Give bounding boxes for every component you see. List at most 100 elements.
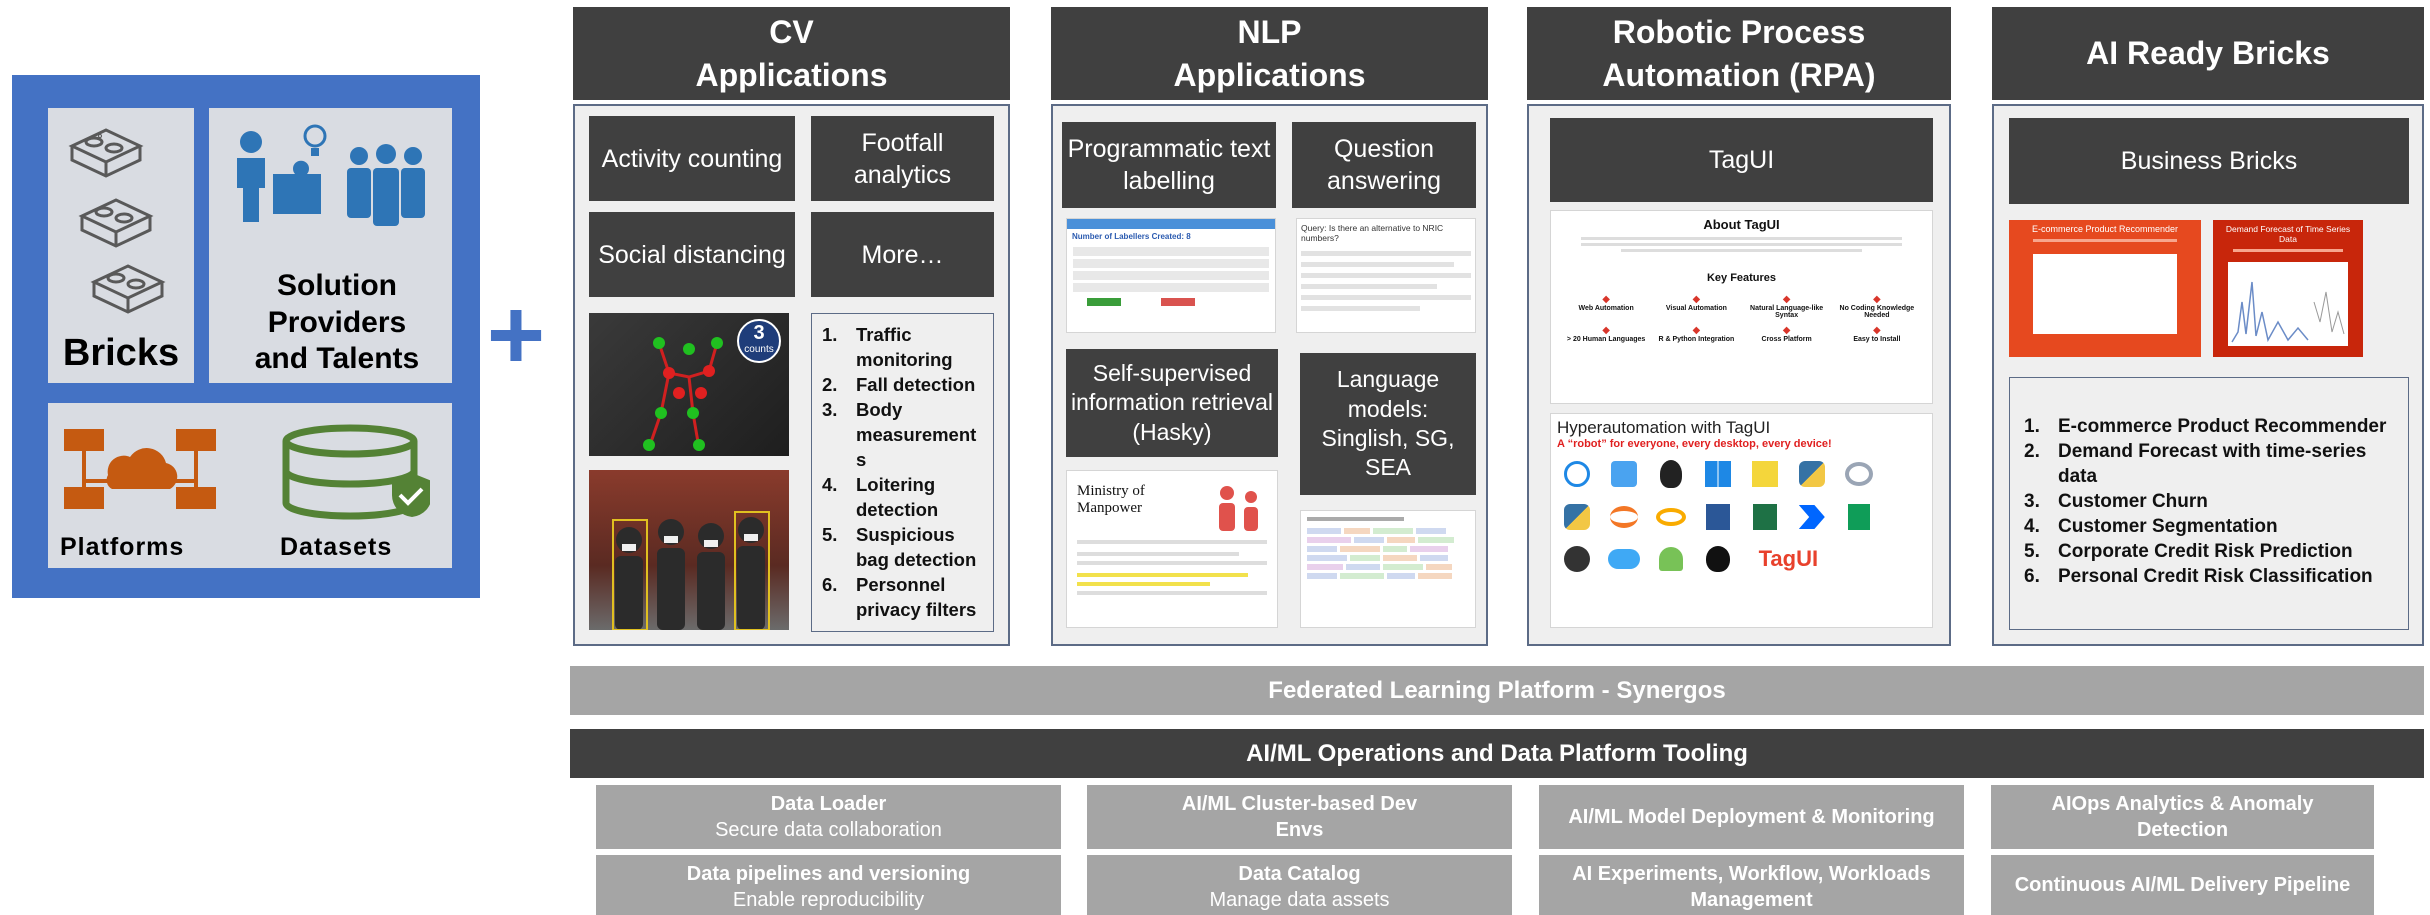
brick-card-forecast-title: Demand Forecast of Time Series Data [2225, 224, 2351, 244]
datasets-label: Datasets [280, 533, 393, 561]
lego-brick-icon [78, 198, 154, 248]
feature-item: ◆Easy to Install [1832, 325, 1922, 343]
list-item: 3.Body measurement s [822, 399, 977, 470]
windows-icon [1705, 461, 1732, 487]
python-icon [1564, 504, 1591, 530]
nlp-tile-qa: Question answering [1292, 122, 1476, 208]
team-icon [347, 144, 425, 226]
list-item: 5.Corporate Credit Risk Prediction [2024, 541, 2353, 562]
nlp-tile-language-models: Language models: Singlish, SG, SEA [1300, 353, 1476, 495]
feature-icon: ◆ [1873, 294, 1881, 305]
tool-aiops-analytics: AIOps Analytics & Anomaly Detection [1991, 785, 2374, 849]
list-item: 6.Personal Credit Risk Classification [2024, 566, 2373, 587]
rpa-header-line2: Automation (RPA) [1602, 56, 1876, 93]
excel-icon [1752, 504, 1777, 530]
tool-continuous-delivery: Continuous AI/ML Delivery Pipeline [1991, 855, 2374, 915]
tool-ai-experiments: AI Experiments, Workflow, Workloads Mana… [1539, 855, 1964, 915]
counts-badge-word: counts [744, 344, 774, 355]
tagui-key-features-title: Key Features [1706, 272, 1777, 284]
javascript-icon [1751, 461, 1778, 487]
feature-item: ◆Web Automation [1561, 294, 1651, 319]
lego-brick-icon [90, 264, 166, 314]
ecosystem-frame: Bricks Solution Providers and Talents Pl… [12, 75, 480, 598]
webcam-icon [1564, 546, 1591, 572]
feature-icon: ◆ [1873, 325, 1881, 336]
feature-item: ◆No Coding Knowledge Needed [1832, 294, 1922, 319]
feature-item: ◆Visual Automation [1651, 294, 1741, 319]
bricks-list: 1.E-commerce Product Recommender 2.Deman… [2024, 414, 2398, 589]
list-item: 5.Suspicious bag detection [822, 524, 977, 570]
counts-badge: 3 counts [737, 319, 781, 363]
cv-tile-activity: Activity counting [589, 116, 795, 201]
r-icon [1844, 462, 1873, 486]
sheets-icon [1847, 504, 1870, 530]
language-models-screenshot [1300, 510, 1476, 628]
nlp-header-line2: Applications [1173, 56, 1366, 93]
tagui-logo: TagUI [1758, 546, 1819, 571]
database-shield-icon [282, 424, 430, 520]
list-item: 2.Demand Forecast with time-series data [2024, 441, 2367, 487]
tool-title: Data Catalog [1238, 863, 1361, 885]
group-people-icon [612, 511, 770, 630]
list-item: 4.Customer Segmentation [2024, 516, 2278, 537]
solution-providers-label: Solution Providers and Talents [254, 269, 420, 376]
feature-icon: ◆ [1602, 325, 1610, 336]
feature-item: ◆Natural Language-like Syntax [1742, 294, 1832, 319]
list-item: 4.Loitering detection [822, 474, 939, 520]
tool-title: Data Loader [770, 793, 887, 815]
platforms-label: Platforms [60, 533, 185, 561]
bricks-tile-business: Business Bricks [2009, 118, 2409, 204]
list-item: 6.Personnel privacy filters [822, 574, 977, 620]
rpa-header: Robotic Process Automation (RPA) [1527, 7, 1951, 100]
pose-keypoints-icon [643, 337, 723, 451]
cv-applications-list: 1.Traffic monitoring 2.Fall detection 3.… [822, 322, 987, 622]
tool-subtitle: Manage data assets [1209, 889, 1390, 911]
feature-icon: ◆ [1602, 294, 1610, 305]
cloud-network-icon [64, 429, 216, 509]
tool-data-pipelines: Data pipelines and versioning Enable rep… [596, 855, 1061, 915]
solution-providers-tile: Solution Providers and Talents [209, 108, 452, 383]
linux-icon [1660, 460, 1683, 488]
rpa-header-line1: Robotic Process [1612, 14, 1866, 51]
safari-icon [1564, 461, 1591, 487]
jupyter-icon [1610, 506, 1639, 528]
cv-header-line2: Applications [695, 56, 888, 93]
cv-header: CV Applications [573, 7, 1010, 100]
brick-card-forecast: Demand Forecast of Time Series Data [2213, 220, 2363, 357]
federated-learning-bar: Federated Learning Platform - Synergos [570, 666, 2424, 715]
tool-cluster-dev-envs: AI/ML Cluster-based Dev Envs [1087, 785, 1512, 849]
mlops-bar: AI/ML Operations and Data Platform Tooli… [570, 729, 2424, 778]
tool-title: Data pipelines and versioning [686, 863, 971, 885]
feature-item: ◆Cross Platform [1742, 325, 1832, 343]
list-item: 3.Customer Churn [2024, 491, 2208, 512]
colab-icon [1656, 508, 1687, 526]
list-item: 2.Fall detection [822, 374, 976, 395]
cv-applications-list-box: 1.Traffic monitoring 2.Fall detection 3.… [811, 313, 994, 632]
nlp-header-line1: NLP [1237, 14, 1302, 51]
plus-icon: + [486, 279, 546, 391]
people-puzzle-icon [237, 124, 327, 222]
bricks-header: AI Ready Bricks [1992, 7, 2424, 100]
bricks-label: Bricks [62, 332, 180, 374]
feature-icon: ◆ [1782, 294, 1791, 305]
tool-title: Continuous AI/ML Delivery Pipeline [2014, 874, 2351, 896]
tool-subtitle: Enable reproducibility [732, 889, 925, 911]
feature-icon: ◆ [1782, 325, 1791, 336]
bricks-list-box: 1.E-commerce Product Recommender 2.Deman… [2009, 377, 2409, 630]
labelling-screenshot: Number of Labellers Created: 8 [1066, 218, 1276, 333]
tagui-hyperautomation-screenshot: Hyperautomation with TagUI A “robot” for… [1550, 413, 1933, 628]
nlp-tile-labelling: Programmatic text labelling [1062, 122, 1276, 208]
tagui-about-screenshot: About TagUI Key Features ◆Web Automation… [1550, 210, 1933, 404]
tool-model-deployment: AI/ML Model Deployment & Monitoring [1539, 785, 1964, 849]
platform-logos-grid: TagUI [1557, 460, 1926, 572]
hasky-screenshot-title: Ministry of Manpower [1077, 483, 1145, 517]
labelling-screenshot-title: Number of Labellers Created: 8 [1072, 232, 1191, 241]
nlp-header: NLP Applications [1051, 7, 1488, 100]
android-icon [1659, 547, 1684, 571]
brick-card-recommender: E-commerce Product Recommender [2009, 220, 2201, 357]
feature-icon: ◆ [1692, 325, 1701, 336]
cv-header-line1: CV [769, 14, 814, 51]
feature-item: ◆> 20 Human Languages [1561, 325, 1651, 343]
hyperautomation-title: Hyperautomation with TagUI [1557, 418, 1771, 437]
cv-tile-footfall: Footfall analytics [811, 116, 994, 201]
